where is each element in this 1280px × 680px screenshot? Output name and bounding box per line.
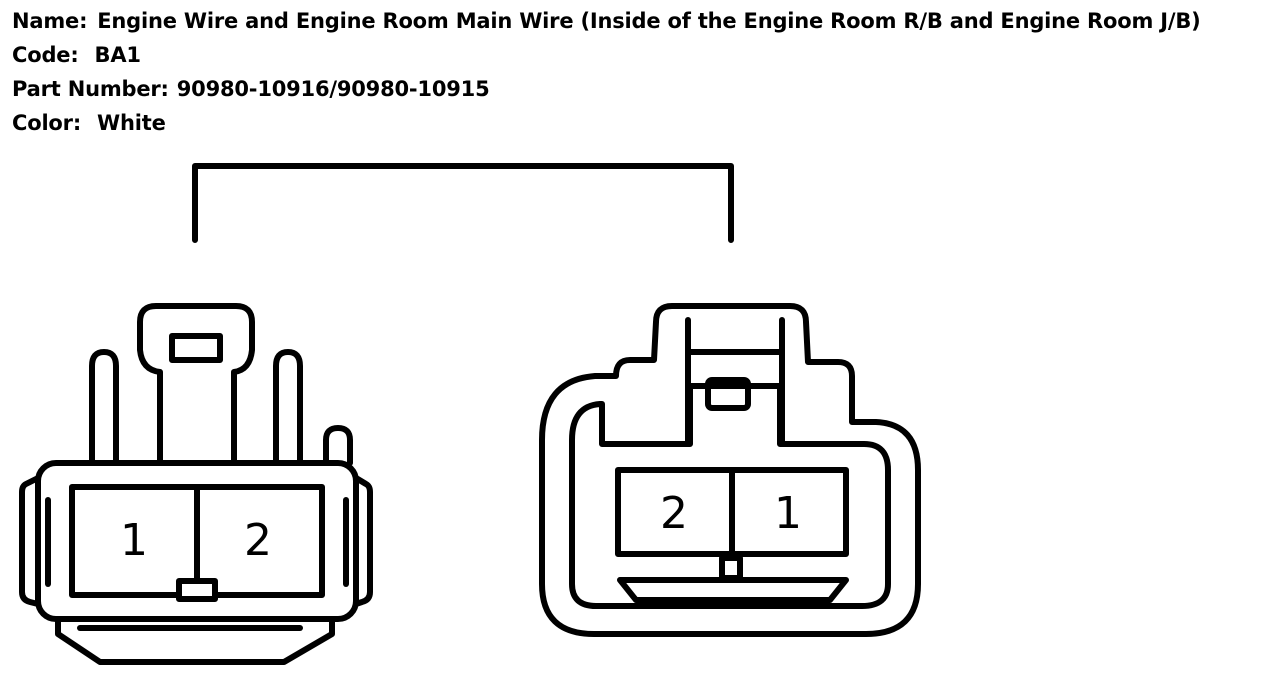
code-label: Code: — [12, 43, 79, 67]
left-key — [176, 578, 218, 602]
guide-post-left — [89, 349, 119, 466]
name-label: Name: — [12, 9, 88, 33]
connector-bracket — [192, 163, 734, 243]
left-connector — [19, 303, 373, 665]
part-number-label: Part Number: — [12, 77, 169, 101]
right-connector-body — [539, 303, 921, 637]
color-value: White — [97, 111, 166, 135]
right-connector — [539, 303, 921, 637]
latch-lines — [685, 317, 785, 447]
left-pin-2-label: 2 — [244, 515, 272, 566]
left-connector-body — [35, 460, 359, 622]
latch-tab — [137, 303, 255, 466]
latch-lock — [705, 377, 751, 411]
right-pin-1-label: 1 — [774, 488, 802, 539]
color-label: Color: — [12, 111, 82, 135]
guide-post-right — [273, 349, 303, 466]
part-number-row: Part Number: 90980-10916/90980-10915 — [12, 72, 1272, 106]
right-inner-outline — [569, 383, 891, 609]
connector-info: Name: Engine Wire and Engine Room Main Wi… — [12, 4, 1272, 140]
guide-post-far-right — [323, 425, 353, 466]
bottom-lip — [617, 577, 849, 603]
left-pin-1-label: 1 — [120, 515, 148, 566]
right-key — [719, 555, 743, 581]
bottom-flange — [55, 616, 335, 665]
code-value: BA1 — [94, 43, 141, 67]
latch-window — [169, 333, 223, 363]
right-side-rib — [353, 475, 373, 607]
name-value: Engine Wire and Engine Room Main Wire (I… — [97, 9, 1201, 33]
color-row: Color: White — [12, 106, 1272, 140]
name-row: Name: Engine Wire and Engine Room Main Wi… — [12, 4, 1272, 38]
part-number-value: 90980-10916/90980-10915 — [176, 77, 490, 101]
left-side-rib — [19, 475, 41, 607]
right-pin-2-label: 2 — [660, 488, 688, 539]
code-row: Code: BA1 — [12, 38, 1272, 72]
